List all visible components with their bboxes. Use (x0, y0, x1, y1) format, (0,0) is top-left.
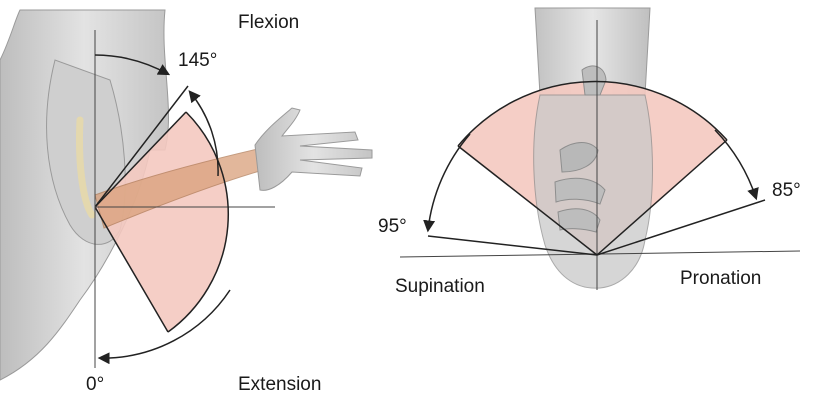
zero-angle-label: 0° (86, 374, 104, 395)
pronation-label: Pronation (680, 268, 761, 289)
hand-illustration (255, 108, 372, 190)
flexion-label: Flexion (238, 12, 299, 33)
forearm-rotation-panel: 95° 85° Supination Pronation (378, 8, 801, 297)
supination-angle-label: 95° (378, 216, 407, 237)
max-flexion-angle-label: 145° (178, 50, 217, 71)
pronation-angle-label: 85° (772, 180, 801, 201)
supination-label: Supination (395, 276, 485, 297)
extension-label: Extension (238, 374, 321, 395)
elbow-flexion-panel: Flexion 145° 0° Extension (0, 10, 372, 395)
